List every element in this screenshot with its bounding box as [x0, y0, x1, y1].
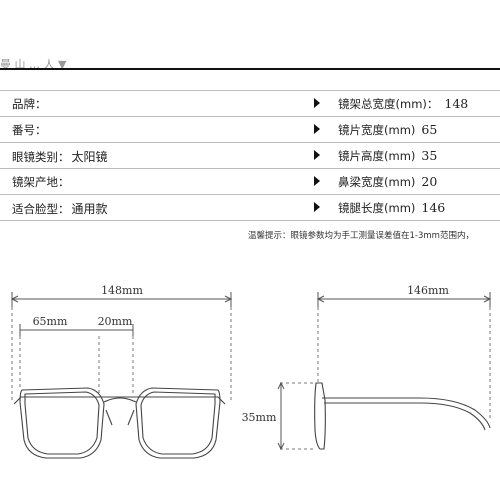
- spec-value: 20: [421, 174, 438, 189]
- arrowhead-icon: [277, 381, 285, 390]
- bullet-arrow-icon: [314, 176, 320, 186]
- spec-label: 镜架总宽度(mm)：: [338, 97, 439, 111]
- spec-label: 镜腿长度(mm): [338, 201, 416, 215]
- spec-value: 65: [421, 122, 438, 137]
- spec-right-cell: 镜架总宽度(mm)： 148: [338, 96, 468, 112]
- spec-left-cell: 番号：: [12, 122, 49, 138]
- total-width-label: 148mm: [101, 284, 143, 297]
- spec-row: 眼镜类别：太阳镜 镜片高度(mm) 35: [0, 143, 500, 169]
- bullet-arrow-icon: [314, 124, 320, 134]
- bullet-arrow-icon: [314, 98, 320, 108]
- spec-left-cell: 适合脸型：通用款: [12, 200, 108, 217]
- temple-arm-bottom: [324, 402, 486, 431]
- spec-left-cell: 眼镜类别：太阳镜: [12, 148, 108, 165]
- spec-label: 适合脸型：: [12, 202, 70, 216]
- spec-label: 镜片宽度(mm): [338, 123, 416, 137]
- bridge-width-label: 20mm: [98, 315, 133, 328]
- left-lens-inner: [24, 391, 100, 455]
- spec-label: 眼镜类别：: [12, 150, 70, 164]
- heading-divider: [0, 68, 500, 70]
- spec-value: 通用款: [71, 202, 108, 216]
- bullet-arrow-icon: [314, 150, 320, 160]
- spec-label: 鼻梁宽度(mm): [338, 175, 416, 189]
- lens-side-profile: [314, 382, 326, 450]
- lens-height-label: 35mm: [242, 411, 277, 424]
- spec-right-cell: 镜片高度(mm) 35: [338, 148, 437, 164]
- temple-arm-top: [322, 397, 491, 429]
- spec-label: 品牌：: [12, 97, 47, 111]
- spec-label: 番号：: [12, 123, 47, 137]
- glasses-side-view: [314, 382, 491, 450]
- nose-bridge: [103, 397, 137, 403]
- page-heading: 曼 山 … 人 ▼: [0, 58, 67, 70]
- nose-pad: [105, 409, 113, 426]
- spec-table: 品牌： 镜架总宽度(mm)： 148 番号： 镜片宽度(mm) 65 眼镜类别：太阳…: [0, 90, 500, 221]
- spec-row: 镜架产地： 鼻梁宽度(mm) 20: [0, 169, 500, 195]
- lens-width-label: 65mm: [33, 315, 68, 328]
- spec-right-cell: 鼻梁宽度(mm) 20: [338, 174, 437, 190]
- spec-label: 镜片高度(mm): [338, 149, 416, 163]
- spec-value: 146: [421, 200, 446, 215]
- left-lens-outline: [19, 387, 105, 459]
- spec-right-cell: 镜片宽度(mm) 65: [338, 122, 437, 138]
- glasses-front-view: [13, 387, 226, 459]
- nose-pad: [127, 409, 135, 426]
- bullet-arrow-icon: [314, 202, 320, 212]
- spec-label: 镜架产地：: [12, 175, 70, 189]
- measurement-note: 温馨提示：眼镜参数均为手工测量误差值在1-3mm范围内，: [248, 231, 474, 241]
- spec-right-cell: 镜腿长度(mm) 146: [338, 200, 445, 216]
- spec-value: 太阳镜: [71, 150, 108, 164]
- spec-left-cell: 品牌：: [12, 96, 49, 112]
- arrowhead-icon: [277, 442, 285, 451]
- spec-row: 适合脸型：通用款 镜腿长度(mm) 146: [0, 195, 500, 221]
- spec-value: 148: [444, 96, 469, 111]
- frame-top-bar: [13, 396, 226, 405]
- right-lens-outline: [135, 387, 221, 459]
- spec-row: 品牌： 镜架总宽度(mm)： 148: [0, 90, 500, 117]
- spec-row: 番号： 镜片宽度(mm) 65: [0, 117, 500, 143]
- right-lens-inner: [140, 391, 216, 455]
- spec-left-cell: 镜架产地：: [12, 174, 72, 190]
- spec-value: 35: [421, 148, 438, 163]
- temple-length-label: 146mm: [407, 284, 449, 297]
